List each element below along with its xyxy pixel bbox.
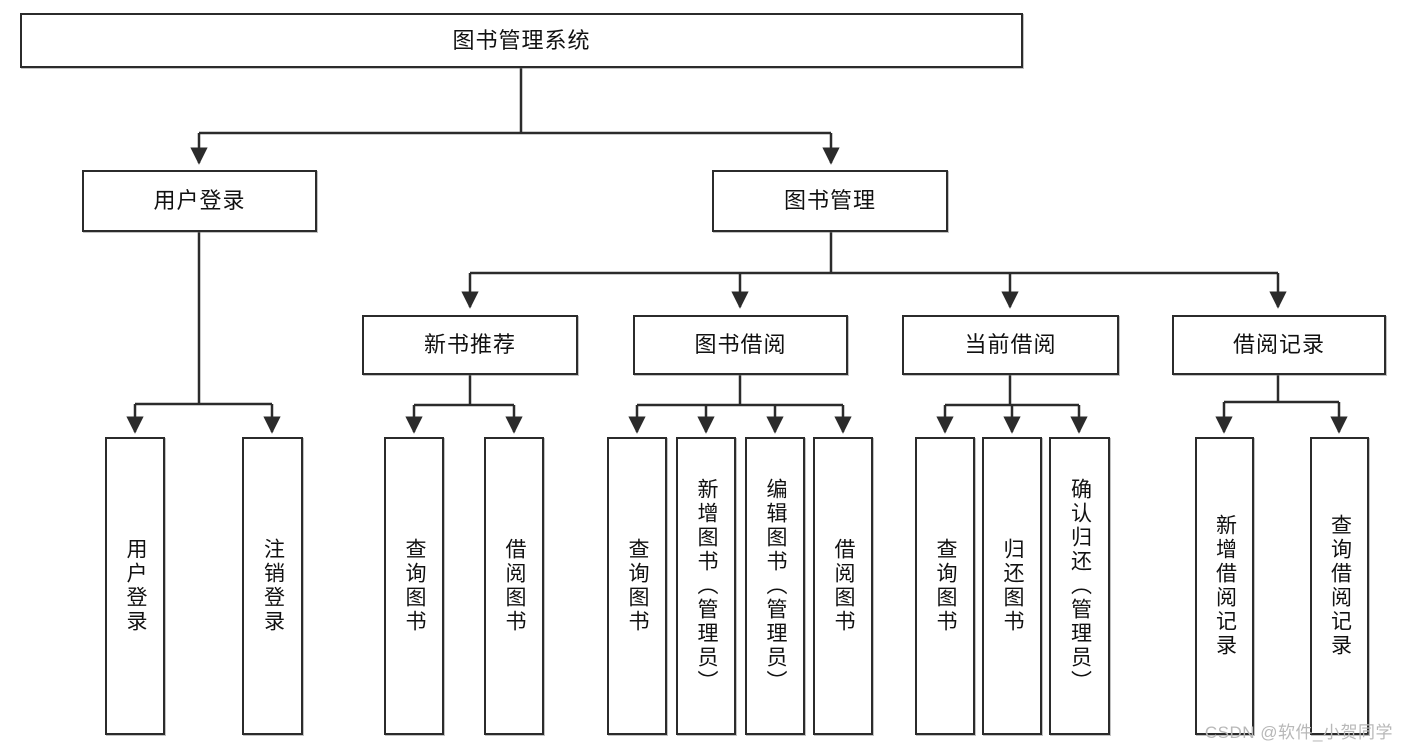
node-leaf-user-login[interactable]: 用户登录 [105,437,165,735]
node-leaf-return-book[interactable]: 归还图书 [982,437,1042,735]
node-borrow-record[interactable]: 借阅记录 [1172,315,1386,375]
node-book-manage-label: 图书管理 [783,188,876,214]
node-current-borrow[interactable]: 当前借阅 [902,315,1119,375]
node-leaf-logout-login-label: 注销登录 [261,538,285,634]
node-leaf-add-book[interactable]: 新增图书（管理员） [676,437,736,735]
node-leaf-query-borrow-record-label: 查询借阅记录 [1328,514,1352,658]
node-leaf-confirm-return[interactable]: 确认归还（管理员） [1049,437,1110,735]
node-leaf-add-borrow-record-label: 新增借阅记录 [1213,514,1237,658]
node-current-borrow-label: 当前借阅 [964,332,1057,358]
node-leaf-query-book-3[interactable]: 查询图书 [915,437,975,735]
node-leaf-query-book-1[interactable]: 查询图书 [384,437,444,735]
node-borrow-record-label: 借阅记录 [1232,332,1325,358]
node-leaf-edit-book[interactable]: 编辑图书（管理员） [745,437,805,735]
node-leaf-return-book-label: 归还图书 [1001,538,1025,634]
node-leaf-query-book-1-label: 查询图书 [403,538,427,634]
node-leaf-borrow-book-1-label: 借阅图书 [503,538,527,634]
node-user-login-label: 用户登录 [153,188,246,214]
node-leaf-query-book-2-label: 查询图书 [626,538,650,634]
node-root-label: 图书管理系统 [452,27,591,53]
node-leaf-confirm-return-label: 确认归还（管理员） [1068,478,1092,694]
node-book-borrow[interactable]: 图书借阅 [633,315,848,375]
node-book-borrow-label: 图书借阅 [694,332,787,358]
node-leaf-user-login-label: 用户登录 [124,538,148,634]
node-new-book-recommend[interactable]: 新书推荐 [362,315,578,375]
node-book-manage[interactable]: 图书管理 [712,170,948,232]
node-leaf-query-borrow-record[interactable]: 查询借阅记录 [1310,437,1369,735]
node-leaf-borrow-book-1[interactable]: 借阅图书 [484,437,544,735]
node-root[interactable]: 图书管理系统 [20,13,1023,68]
node-leaf-add-borrow-record[interactable]: 新增借阅记录 [1195,437,1254,735]
node-leaf-borrow-book-2-label: 借阅图书 [832,538,856,634]
node-leaf-query-book-2[interactable]: 查询图书 [607,437,667,735]
node-leaf-add-book-label: 新增图书（管理员） [695,478,719,694]
node-leaf-borrow-book-2[interactable]: 借阅图书 [813,437,873,735]
node-new-book-recommend-label: 新书推荐 [423,332,516,358]
node-leaf-edit-book-label: 编辑图书（管理员） [764,478,788,694]
node-leaf-logout-login[interactable]: 注销登录 [242,437,303,735]
csdn-watermark: CSDN @软件_小贺同学 [1204,723,1393,742]
node-user-login[interactable]: 用户登录 [82,170,317,232]
node-leaf-query-book-3-label: 查询图书 [934,538,958,634]
